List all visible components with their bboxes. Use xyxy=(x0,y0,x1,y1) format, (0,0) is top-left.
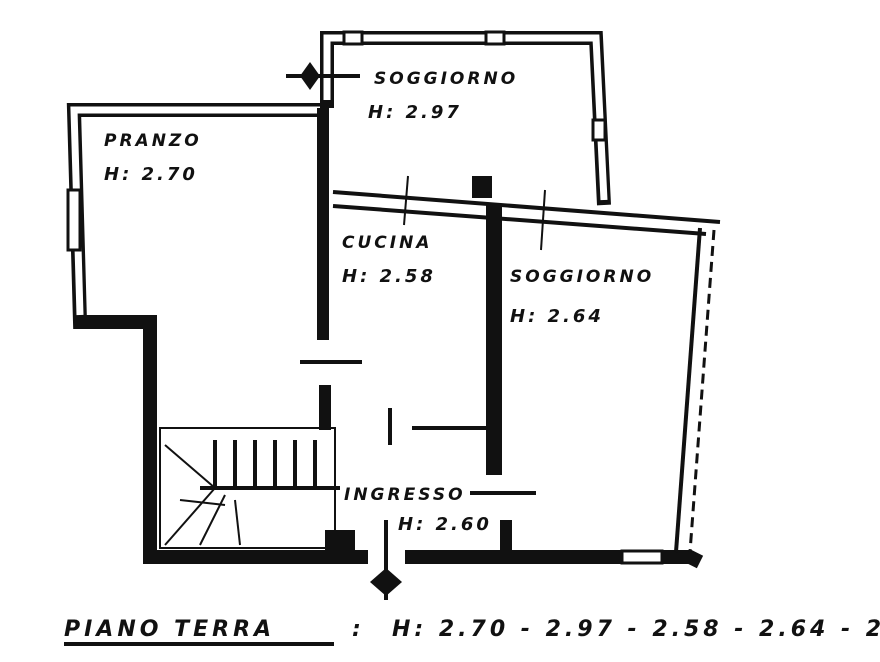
interior-walls xyxy=(300,108,546,558)
stair-winder xyxy=(234,499,241,546)
entrance-arrow-bottom-icon xyxy=(370,520,402,600)
wall-stub-bottom xyxy=(500,520,512,558)
window xyxy=(591,118,607,142)
tick-2 xyxy=(540,189,546,251)
stair-winder xyxy=(179,499,226,506)
room-height-soggiorno-right: H: 2.64 xyxy=(510,306,604,327)
wall-top-diagonal xyxy=(332,190,721,224)
room-name-cucina: CUCINA xyxy=(342,233,432,253)
stair-winder xyxy=(164,487,216,546)
tick-1 xyxy=(403,175,409,226)
window xyxy=(484,30,506,46)
window xyxy=(620,549,664,565)
caption-title: PIANO TERRA xyxy=(64,617,275,642)
caption-separator: : xyxy=(352,617,365,642)
room-height-pranzo: H: 2.70 xyxy=(104,164,198,185)
wall-right xyxy=(674,227,702,553)
stair-winder xyxy=(199,494,226,546)
windows xyxy=(66,30,664,565)
wall-bottom-left xyxy=(143,420,368,564)
room-height-cucina: H: 2.58 xyxy=(342,266,436,287)
wall-stub-left xyxy=(325,530,355,558)
room-name-pranzo: PRANZO xyxy=(104,131,202,151)
caption-heights: H: 2.70 - 2.97 - 2.58 - 2.64 - 2.60 xyxy=(392,617,880,642)
wall-pranzo xyxy=(66,103,327,420)
window xyxy=(66,188,82,252)
wall-cucina-soggiorno xyxy=(486,205,502,475)
wall-pranzo-cucina xyxy=(317,108,329,340)
room-name-soggiorno-top: SOGGIORNO xyxy=(374,69,518,89)
room-height-ingresso: H: 2.60 xyxy=(398,514,492,535)
wall-top-diagonal-2 xyxy=(332,204,707,236)
room-name-ingresso: INGRESSO xyxy=(344,485,466,505)
dashed-wall-right xyxy=(688,229,716,553)
chimney xyxy=(472,176,492,198)
room-height-soggiorno-top: H: 2.97 xyxy=(368,102,462,123)
wall-ingresso-left xyxy=(319,385,331,430)
entrance-arrow-top-icon xyxy=(286,62,360,90)
staircase xyxy=(159,427,340,549)
stair-winder xyxy=(164,444,216,489)
window xyxy=(342,30,364,46)
room-name-soggiorno-right: SOGGIORNO xyxy=(510,267,654,287)
